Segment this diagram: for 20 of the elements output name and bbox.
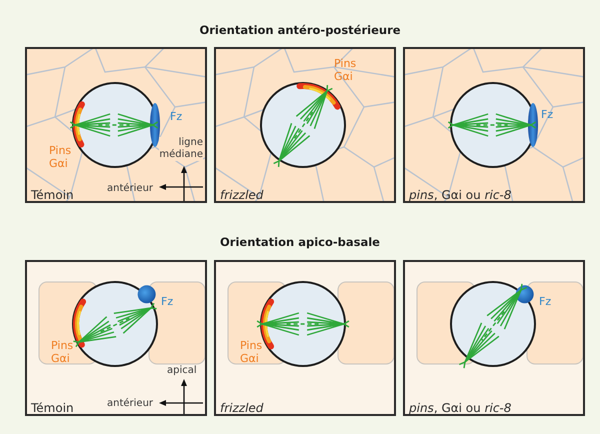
- protein-label: Fz: [170, 109, 182, 125]
- panel-caption: Témoin: [31, 187, 74, 204]
- section-heading: Orientation antéro-postérieure: [199, 22, 401, 39]
- protein-label: Pins Gαi: [334, 57, 358, 83]
- panel-caption: pins, Gαi ou ric-8: [409, 187, 512, 204]
- protein-label: Pins Gαi: [240, 339, 264, 365]
- protein-label: Fz: [541, 107, 554, 123]
- panel-caption: pins, Gαi ou ric-8: [409, 400, 512, 417]
- protein-label: Pins Gαi: [51, 339, 74, 365]
- section-heading: Orientation apico-basale: [220, 234, 380, 251]
- axis-label: antérieur: [107, 398, 154, 410]
- axis-label: ligne médiane: [159, 137, 203, 161]
- axis-label: apical: [167, 365, 197, 377]
- axis-label: antérieur: [107, 183, 154, 195]
- panel-caption: frizzled: [220, 187, 264, 204]
- protein-label: Pins Gαi: [49, 144, 72, 170]
- panel-caption: frizzled: [220, 400, 264, 417]
- protein-label: Fz: [539, 294, 552, 310]
- protein-label: Fz: [161, 294, 174, 310]
- panel-caption: Témoin: [31, 400, 74, 417]
